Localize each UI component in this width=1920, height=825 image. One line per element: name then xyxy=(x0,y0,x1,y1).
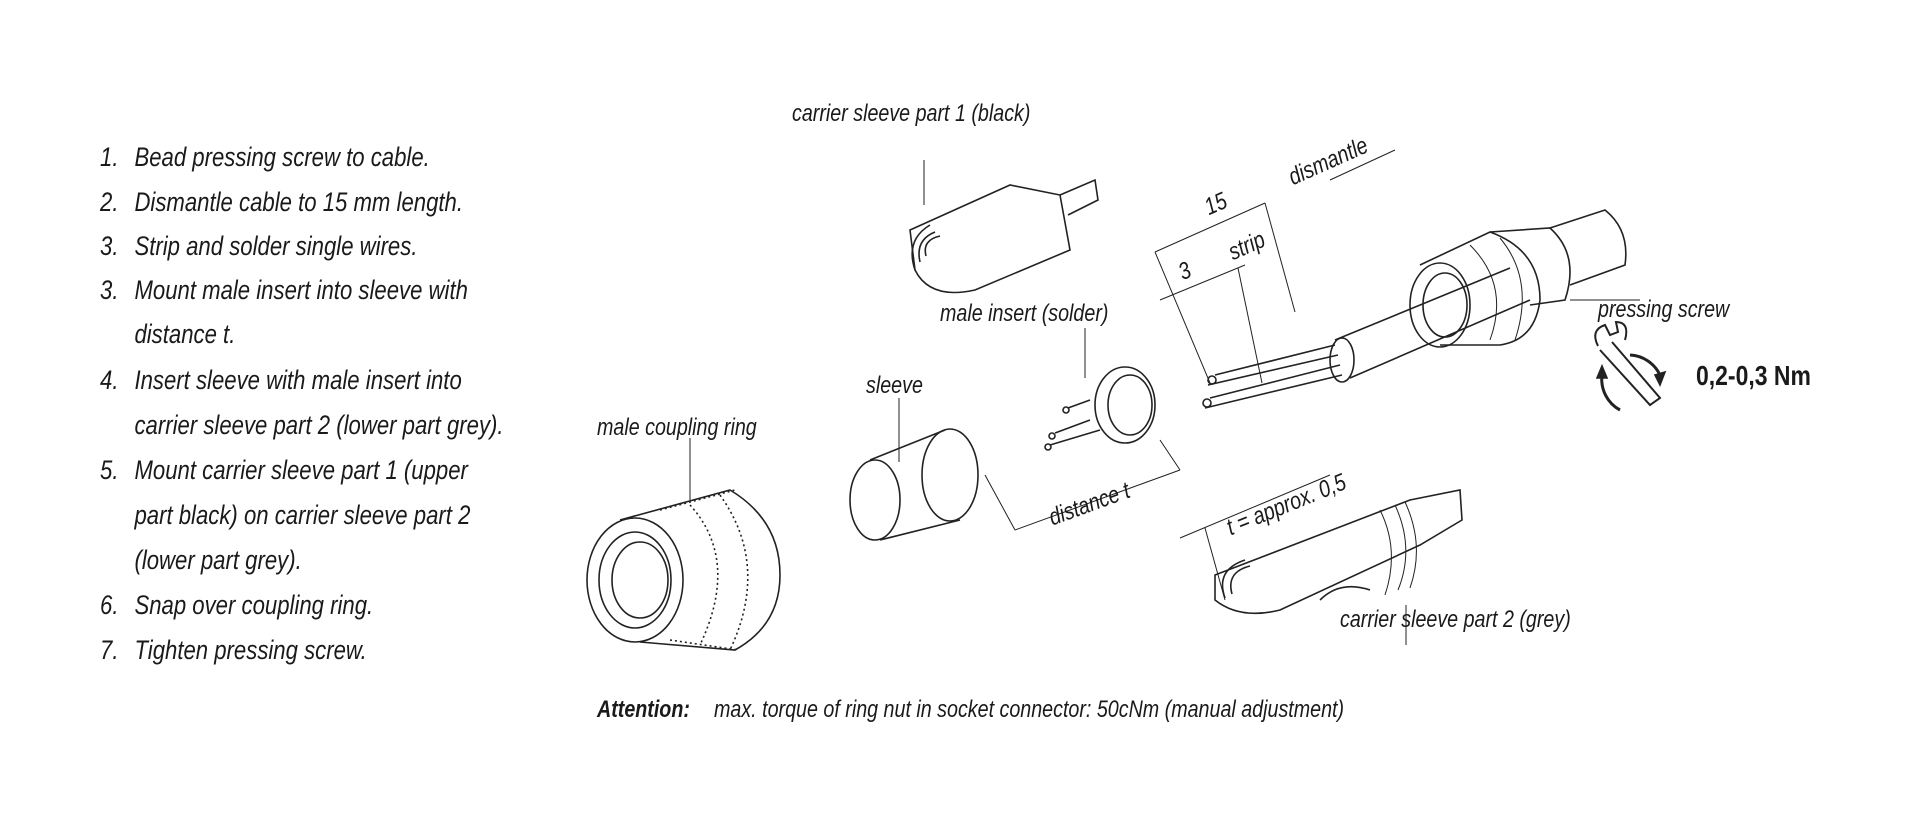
attention-title: Attention: xyxy=(597,696,690,723)
label-male-insert: male insert (solder) xyxy=(940,300,1109,327)
step-1: 1. Bead pressing screw to cable. xyxy=(100,142,430,173)
step-text: Mount carrier sleeve part 1 (upper xyxy=(134,455,468,485)
step-number: 5. xyxy=(100,455,119,485)
step-text: Tighten pressing screw. xyxy=(134,635,367,665)
carrier-sleeve-part-2 xyxy=(1214,489,1463,645)
step-number: 6. xyxy=(100,590,119,620)
label-torque: 0,2-0,3 Nm xyxy=(1696,360,1811,391)
step-2: 2. Dismantle cable to 15 mm length. xyxy=(100,187,463,218)
step-number: 3. xyxy=(100,275,119,305)
step-number: 3. xyxy=(100,231,119,261)
step-text: distance t. xyxy=(134,319,236,349)
step-6: 6. Snap over coupling ring. xyxy=(100,590,373,621)
carrier-sleeve-part-1 xyxy=(909,160,1099,294)
label-sleeve: sleeve xyxy=(866,372,923,399)
step-number: 4. xyxy=(100,365,119,395)
step-5: 5. Mount carrier sleeve part 1 (upper part… xyxy=(100,448,470,583)
step-7: 7. Tighten pressing screw. xyxy=(100,635,367,666)
step-number: 7. xyxy=(100,635,119,665)
label-pressing-screw: pressing screw xyxy=(1598,296,1730,323)
male-insert xyxy=(1044,328,1156,451)
step-text: part black) on carrier sleeve part 2 xyxy=(134,500,471,530)
male-coupling-ring xyxy=(586,438,781,651)
wrench-torque-icon xyxy=(1594,320,1667,412)
label-carrier-sleeve-part-1: carrier sleeve part 1 (black) xyxy=(792,100,1031,127)
step-3b: 3. Mount male insert into sleeve with dist… xyxy=(100,268,468,356)
step-text: Strip and solder single wires. xyxy=(134,231,418,261)
step-text: Insert sleeve with male insert into xyxy=(134,365,462,395)
step-text: Mount male insert into sleeve with xyxy=(134,275,468,305)
step-text: Bead pressing screw to cable. xyxy=(134,142,430,172)
step-number: 2. xyxy=(100,187,119,217)
label-male-coupling-ring: male coupling ring xyxy=(597,414,757,441)
dimension-lines xyxy=(984,149,1396,601)
step-text: Dismantle cable to 15 mm length. xyxy=(134,187,464,217)
step-text: carrier sleeve part 2 (lower part grey). xyxy=(134,410,504,440)
cable-and-pressing-screw xyxy=(1202,209,1640,409)
step-3: 3. Strip and solder single wires. xyxy=(100,231,417,262)
sleeve xyxy=(849,398,979,541)
attention-text: max. torque of ring nut in socket connec… xyxy=(714,696,1345,723)
step-text: (lower part grey). xyxy=(134,545,302,575)
step-number: 1. xyxy=(100,142,119,172)
step-text: Snap over coupling ring. xyxy=(134,590,374,620)
step-4: 4. Insert sleeve with male insert into car… xyxy=(100,358,504,448)
label-carrier-sleeve-part-2: carrier sleeve part 2 (grey) xyxy=(1340,606,1571,633)
